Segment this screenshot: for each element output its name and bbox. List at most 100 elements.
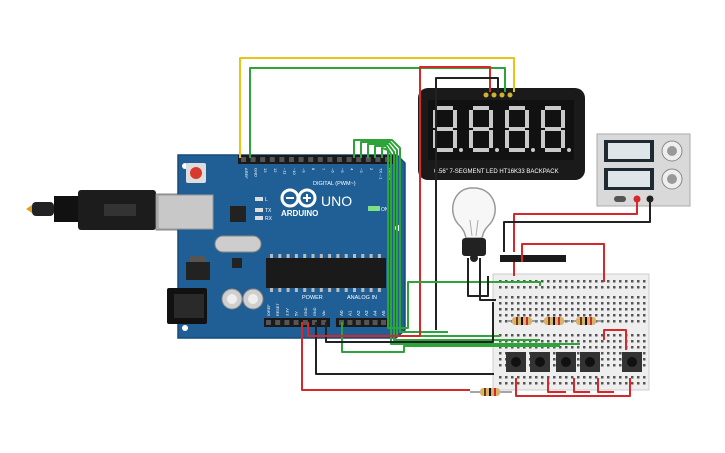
display-pin[interactable]	[507, 92, 513, 98]
psu-negative-terminal[interactable]	[646, 195, 654, 203]
push-button-cap[interactable]	[561, 357, 571, 367]
power-pin[interactable]	[266, 320, 271, 325]
wire-black-gnd-2[interactable]	[325, 302, 494, 343]
digital-label: DIGITAL (PWM~)	[313, 181, 356, 187]
segment	[541, 130, 545, 148]
push-button-cap[interactable]	[627, 357, 637, 367]
header-pin[interactable]	[327, 157, 333, 162]
segment	[509, 106, 525, 110]
wire-red-5v-2[interactable]	[307, 322, 421, 337]
wire-green-bundle-5[interactable]	[381, 147, 541, 329]
wire-bb-red-top[interactable]	[603, 329, 627, 350]
segment	[505, 130, 509, 148]
push-button-cap[interactable]	[585, 357, 595, 367]
header-pin[interactable]	[269, 157, 275, 162]
segment	[469, 110, 473, 128]
header-pin[interactable]	[375, 157, 381, 162]
power-pin[interactable]	[321, 320, 327, 325]
power-pin[interactable]	[275, 320, 281, 325]
header-pin[interactable]	[356, 157, 362, 162]
analog-pin[interactable]	[355, 320, 361, 325]
decimal-point	[567, 148, 571, 152]
header-pin[interactable]	[346, 157, 352, 162]
wire-green-bundle-3[interactable]	[367, 143, 540, 341]
wire-bulb-black[interactable]	[467, 258, 489, 297]
psu-switch[interactable]	[614, 196, 626, 202]
header-pin[interactable]	[241, 157, 246, 162]
segment	[437, 148, 453, 152]
wire-bb-red-bottom[interactable]	[515, 378, 631, 397]
push-button-cap[interactable]	[511, 357, 521, 367]
digital-pin-label: 4	[350, 168, 355, 171]
segment	[473, 127, 489, 131]
header-pin[interactable]	[260, 157, 266, 162]
analog-pin[interactable]	[372, 320, 378, 325]
usb-port	[157, 194, 214, 230]
display-pin[interactable]	[499, 92, 505, 98]
header-pin[interactable]	[317, 157, 323, 162]
power-pin[interactable]	[312, 320, 317, 325]
segment	[473, 148, 489, 152]
wires[interactable]	[239, 57, 651, 397]
wire-psu-black[interactable]	[503, 202, 651, 252]
light-bulb[interactable]	[451, 187, 496, 262]
wire-red-5v[interactable]	[301, 322, 470, 391]
power-pin-label: 3.3V	[285, 308, 289, 316]
digital-pin-label: ~9	[302, 168, 307, 173]
crystal	[214, 235, 262, 253]
arduino-brand-label: ARDUINO	[281, 209, 318, 218]
power-pin[interactable]	[284, 320, 290, 325]
power-pin-label: GND	[304, 307, 308, 316]
breadboard[interactable]	[492, 273, 650, 391]
mount-hole	[182, 325, 188, 331]
wire-psu-red[interactable]	[513, 202, 638, 252]
display-label: 0.56" 7-SEGMENT LED HT16K33 BACKPACK	[434, 169, 559, 175]
wire-header-red[interactable]	[521, 243, 605, 282]
analog-pin[interactable]	[381, 320, 386, 325]
wire-green-bundle-1[interactable]	[353, 139, 448, 333]
wire-bulb-black-2[interactable]	[479, 258, 496, 301]
seven-segment-display[interactable]: 0.56" 7-SEGMENT LED HT16K33 BACKPACK	[418, 88, 585, 180]
digital-pin-label: ~5	[340, 168, 345, 173]
header-pin[interactable]	[298, 157, 304, 162]
wire-black-top[interactable]	[435, 77, 499, 330]
display-pin[interactable]	[491, 92, 497, 98]
push-button-cap[interactable]	[535, 357, 545, 367]
wire-bb-red-2[interactable]	[573, 378, 590, 393]
analog-pin-label: A5	[381, 310, 386, 316]
pin-header-strip	[500, 255, 566, 262]
tx-label: TX	[265, 208, 272, 214]
header-pin[interactable]	[250, 157, 256, 162]
header-pin[interactable]	[289, 157, 294, 162]
wire-yellow[interactable]	[239, 57, 515, 158]
analog-header	[336, 318, 388, 327]
wire-black-gnd[interactable]	[315, 322, 494, 375]
segment	[525, 110, 529, 128]
analog-pin-label: A4	[373, 310, 378, 316]
psu-positive-terminal[interactable]	[633, 195, 641, 203]
power-pin-label: Vin	[322, 311, 326, 316]
power-supply[interactable]	[596, 133, 691, 207]
wire-bb-red-1[interactable]	[547, 378, 566, 393]
wire-green-top[interactable]	[249, 67, 506, 158]
analog-pin[interactable]	[364, 320, 370, 325]
power-pin[interactable]	[293, 320, 299, 325]
digital-pin-label: 2	[369, 168, 374, 171]
analog-pin[interactable]	[347, 320, 353, 325]
analog-label: ANALOG IN	[347, 295, 377, 301]
power-pin[interactable]	[302, 320, 308, 325]
header-pin[interactable]	[365, 157, 371, 162]
header-pin[interactable]	[279, 157, 285, 162]
segment	[489, 110, 493, 128]
header-pin[interactable]	[308, 157, 314, 162]
header-pin[interactable]	[337, 157, 342, 162]
push-buttons[interactable]	[506, 352, 642, 372]
segment	[509, 148, 525, 152]
wire-red-top[interactable]	[419, 66, 491, 330]
on-led	[368, 206, 380, 211]
wire-bb-red-3[interactable]	[597, 378, 614, 393]
display-pin[interactable]	[483, 92, 489, 98]
